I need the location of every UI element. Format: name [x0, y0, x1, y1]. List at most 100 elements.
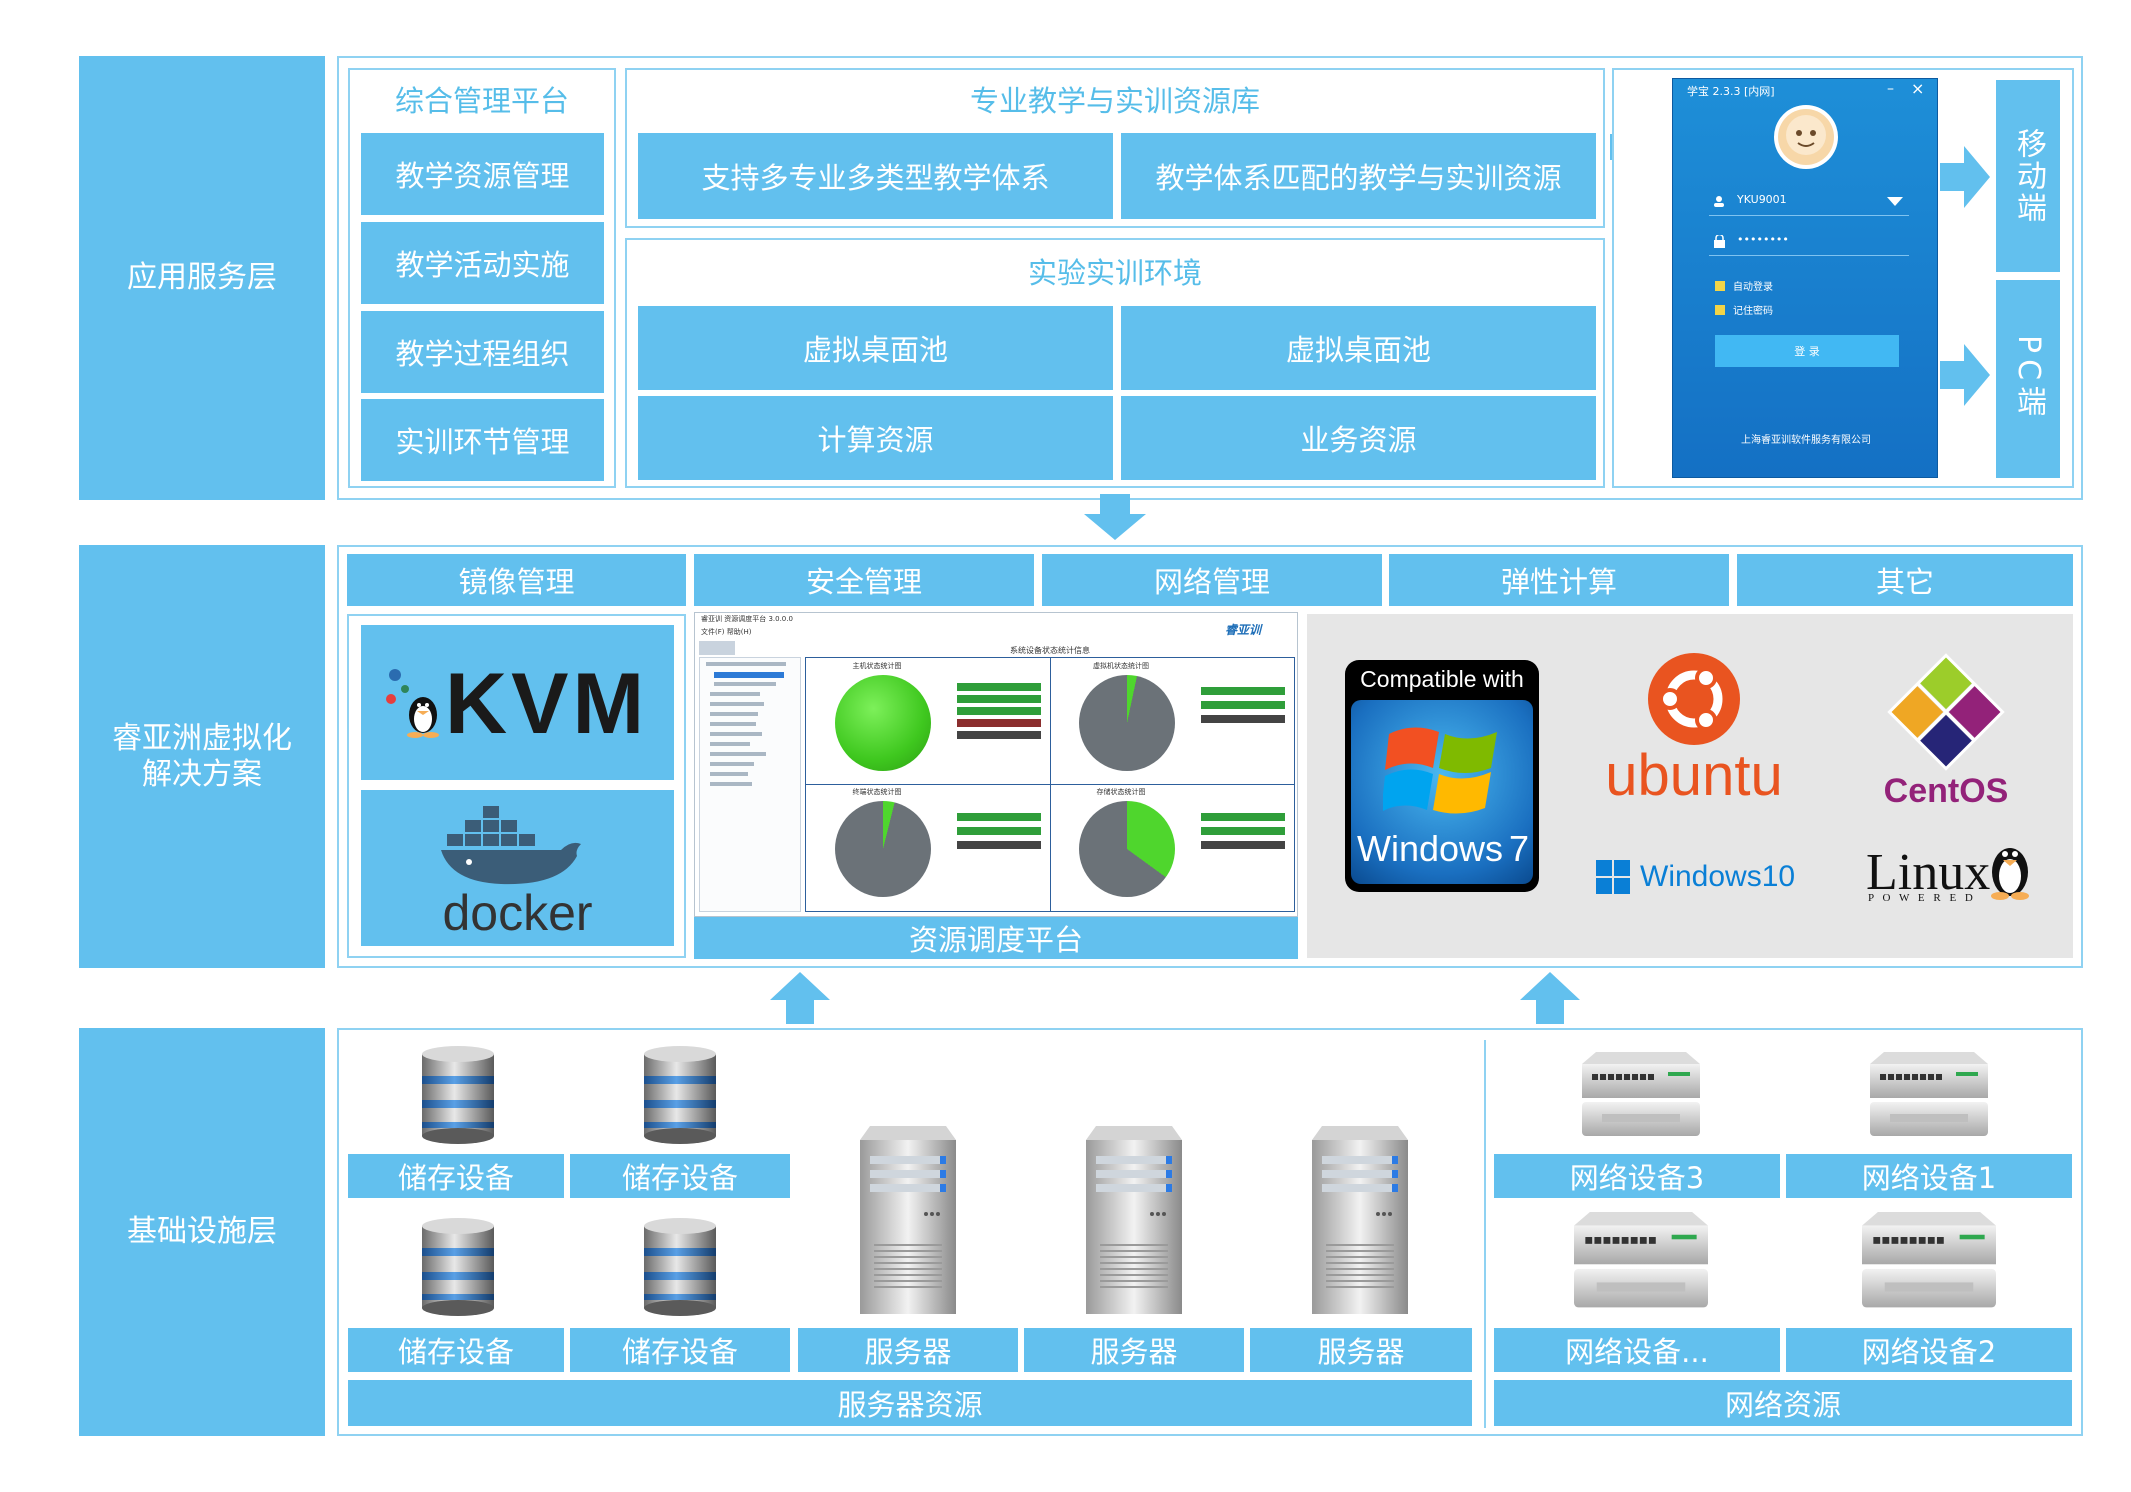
- windows10-icon: [1596, 860, 1630, 894]
- scheduler-menu: 文件(F) 帮助(H): [701, 628, 752, 636]
- login-button[interactable]: 登 录: [1715, 335, 1899, 367]
- database-icon-2: [644, 1046, 716, 1144]
- auto-login-label: 自动登录: [1733, 282, 1773, 293]
- avatar: [1774, 105, 1838, 169]
- windows7-version: 7: [1509, 828, 1530, 869]
- lock-icon: [1714, 235, 1725, 248]
- switch-icon-2: [1870, 1052, 1988, 1136]
- windows-flag-icon: [1383, 727, 1497, 814]
- network-device-label-2: 网络设备2: [1786, 1328, 2072, 1372]
- database-icon-4: [644, 1218, 716, 1316]
- scheduler-toolbar: [699, 641, 735, 655]
- windows7-compat-text: Compatible with: [1360, 666, 1524, 692]
- docker-logo-box: docker: [361, 790, 674, 946]
- scheduler-tree: [699, 657, 801, 912]
- server-resources-label: 服务器资源: [348, 1380, 1472, 1426]
- stat-chart-host: 主机状态统计图: [807, 659, 1049, 783]
- storage-label-1: 储存设备: [348, 1154, 564, 1198]
- storage-label-3: 储存设备: [348, 1328, 564, 1372]
- ubuntu-icon: [1648, 653, 1740, 745]
- server-label-3: 服务器: [1250, 1328, 1472, 1372]
- arrow-down-icon: [1084, 494, 1146, 540]
- mobile-client-label: 移动端: [1996, 80, 2060, 272]
- layer-label-infra: 基础设施层: [79, 1028, 325, 1436]
- ubuntu-label: ubuntu: [1605, 743, 1783, 808]
- kvm-label: KVM: [445, 656, 649, 752]
- switch-icon-3: [1574, 1212, 1708, 1308]
- mgmt-item-3: 教学过程组织: [361, 311, 604, 393]
- pc-client-label: PC端: [1996, 280, 2060, 478]
- storage-label-4: 储存设备: [570, 1328, 790, 1372]
- layer-label-app: 应用服务层: [79, 56, 325, 500]
- windows7-badge: Compatible with Windows 7: [1345, 660, 1539, 892]
- network-device-label-etc: 网络设备...: [1494, 1328, 1780, 1372]
- database-icon-1: [422, 1046, 494, 1144]
- switch-icon-4: [1862, 1212, 1996, 1308]
- arrow-right-pc-icon: [1940, 344, 1990, 406]
- infra-layer-frame: [337, 1028, 2083, 1436]
- tab-elastic-compute: 弹性计算: [1389, 554, 1729, 606]
- linux-tux-icon: [1991, 848, 2029, 900]
- username-field[interactable]: YKU9001: [1737, 193, 1787, 206]
- server-icon-3: [1312, 1126, 1408, 1314]
- mgmt-item-1: 教学资源管理: [361, 133, 604, 215]
- arrow-up-left-icon: [770, 972, 830, 1024]
- stat-chart-storage-title: 存储状态统计图: [1096, 788, 1146, 796]
- stat-chart-host-title: 主机状态统计图: [852, 662, 902, 670]
- scheduler-grid: [805, 657, 1295, 912]
- minimize-icon[interactable]: –: [1887, 81, 1894, 97]
- lab-env-item-2: 虚拟桌面池: [1121, 306, 1596, 390]
- user-icon: [1714, 196, 1724, 207]
- network-resources-label: 网络资源: [1494, 1380, 2072, 1426]
- stat-chart-storage: 存储状态统计图: [1051, 785, 1293, 909]
- infra-divider: [1484, 1040, 1486, 1428]
- arrow-up-right-icon: [1520, 972, 1580, 1024]
- tab-security-mgmt: 安全管理: [694, 554, 1034, 606]
- storage-label-2: 储存设备: [570, 1154, 790, 1198]
- remember-label: 记住密码: [1733, 306, 1773, 317]
- resource-library-title: 专业教学与实训资源库: [969, 84, 1260, 118]
- tux-icon: [386, 669, 439, 738]
- stat-chart-terminal: 终端状态统计图: [807, 785, 1049, 909]
- stat-chart-vm-title: 虚拟机状态统计图: [1093, 662, 1149, 670]
- username-underline: [1709, 215, 1909, 216]
- docker-label: docker: [442, 885, 593, 941]
- resource-item-1: 支持多专业多类型教学体系: [638, 133, 1113, 219]
- password-underline: [1709, 255, 1909, 256]
- lab-env-title: 实验实训环境: [1027, 256, 1202, 290]
- scheduler-screenshot: 睿亚训 资源调度平台 3.0.0.0 文件(F) 帮助(H) 睿亚训 系统设备状…: [694, 612, 1298, 917]
- server-label-1: 服务器: [798, 1328, 1018, 1372]
- scheduler-brand: 睿亚训: [1225, 623, 1262, 637]
- network-device-label-1: 网络设备1: [1786, 1154, 2072, 1198]
- tab-image-mgmt: 镜像管理: [347, 554, 686, 606]
- layer-label-virt: 睿亚洲虚拟化 解决方案: [79, 545, 325, 968]
- server-label-2: 服务器: [1024, 1328, 1244, 1372]
- company-name: 上海睿亚训软件服务有限公司: [1741, 435, 1871, 446]
- mgmt-platform-title: 综合管理平台: [394, 84, 569, 118]
- chevron-down-icon[interactable]: [1887, 197, 1903, 206]
- lab-env-item-1: 虚拟桌面池: [638, 306, 1113, 390]
- tab-network-mgmt: 网络管理: [1042, 554, 1382, 606]
- mgmt-item-2: 教学活动实施: [361, 222, 604, 304]
- arrow-right-mobile-icon: [1940, 146, 1990, 208]
- stat-chart-terminal-title: 终端状态统计图: [852, 788, 902, 796]
- lab-env-item-3: 计算资源: [638, 396, 1113, 480]
- close-icon[interactable]: ×: [1911, 79, 1925, 98]
- remember-checkbox[interactable]: [1715, 305, 1725, 315]
- server-icon-2: [1086, 1126, 1182, 1314]
- auto-login-checkbox[interactable]: [1715, 281, 1725, 291]
- mgmt-item-4: 实训环节管理: [361, 399, 604, 481]
- linux-label: Linux: [1866, 844, 1991, 901]
- centos-label: CentOS: [1883, 772, 2009, 810]
- login-window: 学宝 2.3.3 [内网] – × YKU9001 •••••••• 自动登录 …: [1672, 78, 1938, 478]
- resource-item-2: 教学体系匹配的教学与实训资源: [1121, 133, 1596, 219]
- stat-chart-vm: 虚拟机状态统计图: [1051, 659, 1293, 783]
- windows10-label: Windows10: [1640, 860, 1796, 893]
- scheduler-title: 睿亚训 资源调度平台 3.0.0.0: [701, 615, 793, 623]
- network-device-label-3: 网络设备3: [1494, 1154, 1780, 1198]
- database-icon-3: [422, 1218, 494, 1316]
- windows7-label: Windows: [1357, 828, 1504, 869]
- password-field[interactable]: ••••••••: [1737, 233, 1789, 246]
- server-icon-1: [860, 1126, 956, 1314]
- linux-powered-label: P O W E R E D: [1868, 892, 1976, 904]
